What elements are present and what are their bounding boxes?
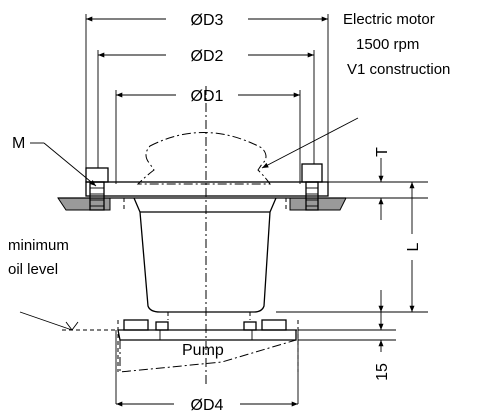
motor-note-line-3: V1 construction	[347, 61, 450, 78]
d2-label: ØD2	[191, 48, 224, 65]
motor-note-line-1: Electric motor	[343, 11, 435, 28]
t-label: T	[374, 147, 391, 157]
l-label: L	[405, 242, 422, 251]
flange-plate	[85, 181, 329, 197]
motor-outline	[136, 132, 271, 185]
d1-label: ØD1	[191, 88, 224, 105]
motor-leader	[261, 117, 359, 169]
left-bolt-shank	[89, 181, 105, 211]
h15-label: 15	[374, 363, 391, 381]
pump-label: Pump	[182, 342, 224, 359]
motor-note-line-2: 1500 rpm	[356, 36, 419, 53]
oil-label-line-1: minimum	[8, 237, 69, 254]
d3-label: ØD3	[191, 12, 224, 29]
m-leader	[43, 142, 97, 187]
pump-lower-outline	[119, 339, 297, 373]
right-bolt-shank	[305, 181, 319, 211]
m-label: M	[12, 135, 25, 152]
d4-label: ØD4	[191, 397, 224, 412]
pump-base	[117, 329, 297, 341]
pump-housing	[133, 197, 277, 313]
oil-label-line-2: oil level	[8, 261, 58, 278]
right-bolt-head	[301, 163, 323, 183]
